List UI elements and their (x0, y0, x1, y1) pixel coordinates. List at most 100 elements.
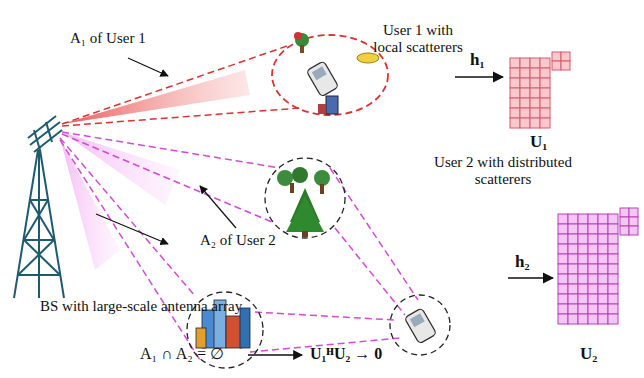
matrix-cell (530, 98, 540, 108)
matrix-cell (540, 118, 550, 128)
formula: A₁ ∩ A₂ = ∅ (140, 345, 224, 363)
matrix-cell (520, 68, 530, 78)
matrix-cell (608, 274, 618, 284)
matrix-cell (588, 294, 598, 304)
matrix-cell (530, 78, 540, 88)
matrix-cell (598, 234, 608, 244)
channel-vector: h₂ (515, 252, 530, 272)
matrix-cell (558, 214, 568, 224)
matrix-cell (540, 98, 550, 108)
matrix-cell (608, 214, 618, 224)
matrix-cell (629, 208, 638, 217)
matrix-cell (558, 274, 568, 284)
matrix-cell (578, 224, 588, 234)
matrix-cell (558, 224, 568, 234)
matrix-cell (540, 88, 550, 98)
matrix-cell (558, 244, 568, 254)
matrix-cell (578, 244, 588, 254)
matrix-cell (598, 314, 608, 324)
matrix-cell (578, 274, 588, 284)
matrix-cell (598, 274, 608, 284)
matrix-cell (598, 214, 608, 224)
matrix-cell (510, 78, 520, 88)
matrix-cell (608, 224, 618, 234)
matrix-cell (629, 217, 638, 226)
matrix-cell (558, 304, 568, 314)
matrix-cell (510, 98, 520, 108)
matrix-cell (561, 61, 570, 70)
matrix-cell (620, 226, 629, 235)
matrix-cell (608, 264, 618, 274)
matrix-cell (520, 118, 530, 128)
matrix-cell (588, 264, 598, 274)
matrix-cell (520, 88, 530, 98)
matrix-cell (578, 304, 588, 314)
matrix-cell (568, 284, 578, 294)
matrix-cell (568, 214, 578, 224)
matrix-label: U₁ (530, 132, 547, 152)
matrix-cell (578, 214, 588, 224)
matrix-cell (530, 88, 540, 98)
matrix-cell (578, 294, 588, 304)
matrix-cell (608, 304, 618, 314)
matrix-cell (540, 108, 550, 118)
matrix-cell (530, 58, 540, 68)
matrix-cell (568, 294, 578, 304)
matrix-cell (568, 314, 578, 324)
matrix-cell (530, 68, 540, 78)
matrix-cell (510, 88, 520, 98)
region-label: A₁ of User 1 (70, 30, 146, 47)
matrix-cell (578, 264, 588, 274)
matrix-label: U₂ (580, 344, 597, 364)
matrix-cell (588, 314, 598, 324)
matrix-cell (558, 284, 568, 294)
matrix-cell (558, 294, 568, 304)
matrix-cell (598, 264, 608, 274)
matrix-cell (588, 274, 598, 284)
region-label: A₂ of User 2 (200, 232, 276, 249)
matrix-cell (629, 226, 638, 235)
matrix-cell (598, 284, 608, 294)
matrix-cell (588, 244, 598, 254)
matrix-cell (510, 108, 520, 118)
matrix-cell (568, 254, 578, 264)
channel-vector: h₁ (470, 50, 485, 70)
matrix-cell (588, 284, 598, 294)
matrix-cell (568, 264, 578, 274)
matrix-cell (598, 224, 608, 234)
matrix-cell (598, 294, 608, 304)
matrix-cell (608, 314, 618, 324)
matrix-cell (552, 52, 561, 61)
matrix-cell (598, 254, 608, 264)
matrix-cell (520, 98, 530, 108)
matrix-cell (598, 304, 608, 314)
matrix-cell (558, 254, 568, 264)
matrix-cell (578, 314, 588, 324)
matrix-cell (510, 58, 520, 68)
matrix-cell (540, 78, 550, 88)
matrix-cell (608, 284, 618, 294)
matrix-cell (561, 52, 570, 61)
formula: U₁ᴴU₂ → 0 (310, 345, 382, 363)
matrix-cell (558, 234, 568, 244)
user-label: User 2 with distributed scatterers (428, 154, 578, 189)
matrix-cell (608, 234, 618, 244)
matrix-cell (520, 78, 530, 88)
matrix-cell (568, 244, 578, 254)
matrix-cell (540, 58, 550, 68)
matrix-cell (568, 234, 578, 244)
matrix-cell (620, 217, 629, 226)
matrix-cell (510, 118, 520, 128)
matrix-cell (578, 284, 588, 294)
matrix-cell (608, 244, 618, 254)
matrix-cell (558, 314, 568, 324)
matrix-cell (578, 234, 588, 244)
station-label: BS with large-scale antenna array (40, 298, 242, 315)
matrix-cell (620, 208, 629, 217)
matrix-cell (510, 68, 520, 78)
matrix-cell (540, 68, 550, 78)
matrix-cell (520, 58, 530, 68)
matrix-cell (520, 108, 530, 118)
